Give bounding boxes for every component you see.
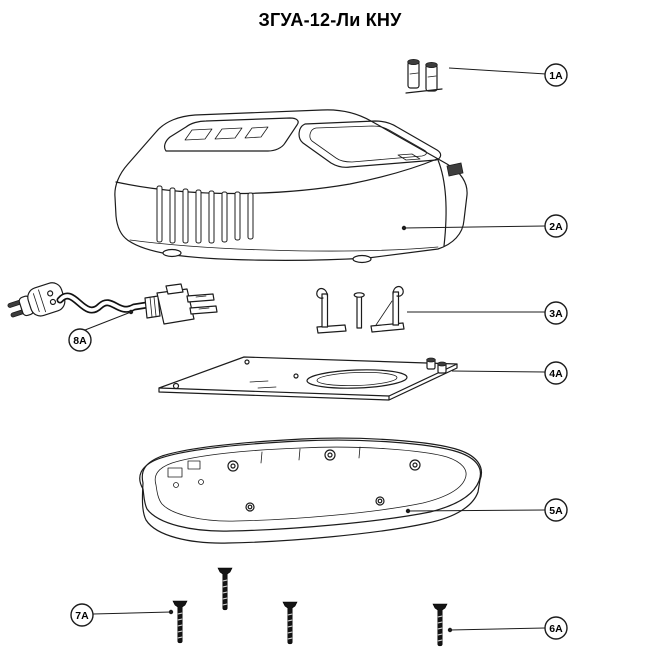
- part-bottom-housing: [139, 437, 482, 544]
- part-contact-brackets: [316, 285, 405, 334]
- callout-label: 2A: [549, 221, 563, 233]
- part-screws: [172, 567, 448, 647]
- screw: [432, 603, 448, 647]
- callout-label: 8A: [73, 335, 87, 347]
- callout-4a: 4A: [451, 361, 568, 385]
- callout-1a: 1A: [448, 63, 568, 87]
- callout-label: 4A: [549, 368, 563, 380]
- callout-7a: 7A: [70, 603, 174, 627]
- callout-label: 7A: [75, 610, 89, 622]
- callout-5a: 5A: [405, 498, 568, 522]
- part-circuit-board: [158, 356, 458, 401]
- screw: [172, 600, 188, 644]
- callout-2a: 2A: [401, 214, 568, 238]
- screw: [217, 567, 233, 611]
- callout-label: 6A: [549, 623, 563, 635]
- diagram-title: ЗГУА-12-Ли КНУ: [258, 10, 402, 30]
- callout-label: 5A: [549, 505, 563, 517]
- callout-3a: 3A: [407, 301, 568, 325]
- screw: [282, 601, 298, 645]
- callout-label: 1A: [549, 70, 563, 82]
- callout-label: 3A: [549, 308, 563, 320]
- callout-8a: 8A: [68, 309, 134, 352]
- part-terminal-posts: [405, 59, 443, 94]
- callout-6a: 6A: [447, 616, 568, 640]
- part-top-housing: [114, 109, 468, 264]
- part-power-cord: [7, 282, 218, 325]
